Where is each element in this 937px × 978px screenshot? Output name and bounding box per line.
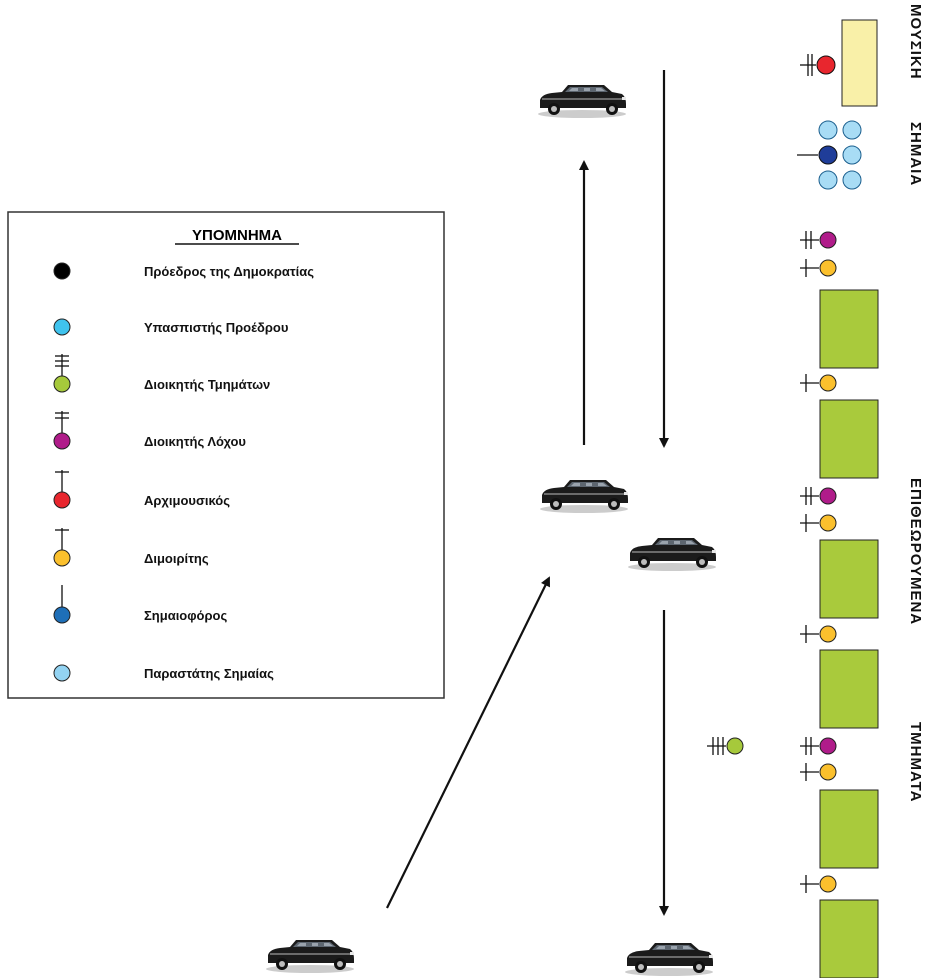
legend-title: ΥΠΟΜΝΗΜΑ	[192, 227, 282, 244]
platoon-leader-symbol	[800, 374, 837, 392]
legend-label: Σημαιοφόρος	[144, 608, 227, 623]
bandmaster-symbol	[800, 54, 836, 76]
legend-symbol	[53, 375, 71, 393]
units-commander-symbol	[707, 737, 744, 755]
legend-label: Πρόεδρος της Δημοκρατίας	[144, 264, 314, 279]
flag-guard	[842, 120, 862, 140]
legend-label: Διοικητής Λόχου	[144, 434, 246, 449]
legend-item: Διοικητής Τμημάτων	[53, 354, 270, 393]
flag-label: ΣΗΜΑΙΑ	[907, 122, 924, 187]
flag-bearer	[818, 145, 838, 165]
limousine	[266, 940, 354, 973]
company-commander-symbol	[800, 737, 837, 755]
legend-item: Υπασπιστής Προέδρου	[53, 318, 289, 336]
limousine	[628, 538, 716, 571]
unit-block	[819, 649, 879, 729]
legend-symbol	[53, 318, 71, 336]
platoon-leader-symbol	[800, 514, 837, 532]
legend-frame	[7, 211, 445, 699]
music-block	[841, 19, 878, 107]
legend-symbol	[53, 664, 71, 682]
platoon-leader-symbol	[800, 259, 837, 277]
legend-label: Διοικητής Τμημάτων	[144, 377, 270, 392]
legend-symbol	[53, 491, 71, 509]
limousine	[625, 943, 713, 976]
legend-item: Αρχιμουσικός	[53, 470, 230, 509]
flag-guard	[842, 145, 862, 165]
flag-guard	[818, 120, 838, 140]
legend-item: Σημαιοφόρος	[53, 585, 227, 624]
legend-item: Πρόεδρος της Δημοκρατίας	[53, 262, 314, 280]
legend-label: Υπασπιστής Προέδρου	[144, 320, 289, 335]
limousine	[540, 480, 628, 513]
legend-item: Διμοιρίτης	[53, 528, 209, 567]
units-column	[819, 289, 879, 978]
legend-symbol	[53, 549, 71, 567]
company-commander-symbol	[800, 231, 837, 249]
route-arrows	[386, 70, 669, 916]
flag-guard	[818, 170, 838, 190]
legend-label: Αρχιμουσικός	[144, 493, 230, 508]
limousine	[538, 85, 626, 118]
unit-block	[819, 539, 879, 619]
platoon-leader-symbol	[800, 875, 837, 893]
unit-block	[819, 789, 879, 869]
officers	[707, 231, 837, 893]
arrow-approach	[386, 576, 550, 909]
legend: ΥΠΟΜΝΗΜΑ Πρόεδρος της ΔημοκρατίαςΥπασπισ…	[7, 211, 445, 699]
platoon-leader-symbol	[800, 763, 837, 781]
legend-symbol	[53, 606, 71, 624]
unit-block	[819, 899, 879, 978]
legend-label: Διμοιρίτης	[144, 551, 209, 566]
flag-section	[797, 120, 862, 190]
platoon-leader-symbol	[800, 625, 837, 643]
units-label: ΤΜΗΜΑΤΑ	[907, 722, 924, 803]
legend-label: Παραστάτης Σημαίας	[144, 666, 274, 681]
legend-item: Παραστάτης Σημαίας	[53, 664, 274, 682]
unit-block	[819, 399, 879, 479]
music-section	[800, 19, 878, 107]
flag-guard	[842, 170, 862, 190]
legend-symbol	[53, 432, 71, 450]
inspected-label: ΕΠΙΘΕΩΡΟΥΜΕΝΑ	[907, 478, 924, 626]
music-label: ΜΟΥΣΙΚΗ	[907, 4, 924, 80]
legend-item: Διοικητής Λόχου	[53, 411, 246, 450]
unit-block	[819, 289, 879, 369]
legend-symbol	[53, 262, 71, 280]
company-commander-symbol	[800, 487, 837, 505]
